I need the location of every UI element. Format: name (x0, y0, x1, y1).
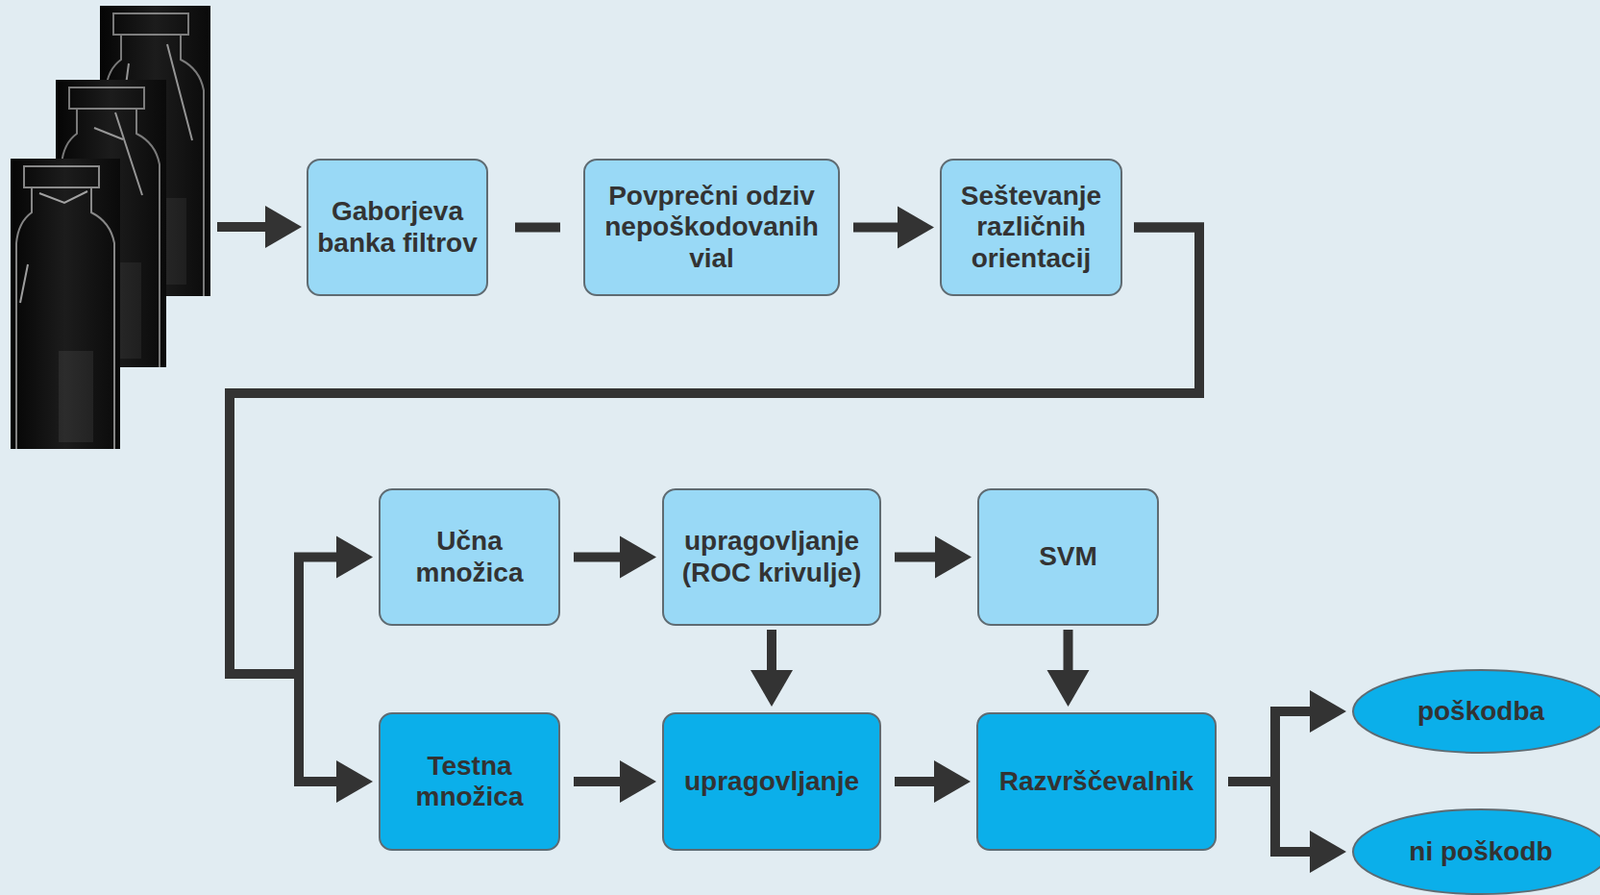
process-box: Gaborjeva banka filtrov (306, 158, 489, 296)
connector-line (894, 552, 937, 563)
process-box: Učna množica (378, 488, 561, 626)
connector-line (894, 776, 936, 787)
process-box: Testna množica (378, 712, 561, 851)
flow-arrow (515, 226, 561, 228)
result-ellipse: poškodba (1352, 668, 1600, 754)
node-label: poškodba (1417, 695, 1545, 727)
process-box: upragovljanje (ROC krivulje) (662, 488, 882, 626)
node-label: SVM (1038, 541, 1098, 572)
node-label: Povprečni odziv nepoškodovanih vial (590, 180, 833, 274)
node-label: Razvrščevalnik (999, 765, 1194, 797)
flow-arrow (573, 760, 657, 803)
connector-line (573, 552, 622, 563)
flow-arrow (1228, 781, 1347, 873)
node-label: upragovljanje (ROC krivulje) (669, 525, 874, 589)
arrow-head (336, 760, 373, 803)
result-ellipse: ni poškodb (1352, 808, 1600, 895)
arrow-head (619, 760, 657, 803)
connector-line (1063, 629, 1074, 672)
node-label: upragovljanje (684, 765, 860, 797)
node-label: Testna množica (386, 750, 553, 813)
process-box: Povprečni odziv nepoškodovanih vial (583, 158, 840, 296)
arrow-head (897, 206, 935, 249)
arrow-head (935, 536, 972, 579)
node-label: Seštevanje različnih orientacij (947, 180, 1115, 274)
arrow-head (1309, 830, 1347, 873)
flow-arrow (573, 536, 657, 579)
node-label: ni poškodb (1408, 836, 1552, 867)
arrow-head (1309, 689, 1347, 733)
node-label: Učna množica (386, 525, 553, 589)
vial-photo (10, 158, 121, 449)
flow-arrow (853, 206, 935, 249)
process-box: SVM (977, 488, 1159, 626)
flow-arrow (1228, 689, 1347, 782)
process-box: Razvrščevalnik (976, 712, 1217, 851)
arrow-head (934, 760, 971, 803)
input-arrow (217, 205, 302, 248)
arrow-head (1047, 669, 1090, 707)
connector-line (853, 222, 900, 233)
process-box: upragovljanje (662, 712, 882, 851)
connector-line (766, 629, 777, 672)
arrow-head (750, 669, 793, 707)
arrow-head (336, 536, 373, 579)
connector-line (229, 227, 1200, 783)
flow-arrow (894, 760, 971, 803)
flow-arrow (1047, 629, 1090, 707)
connector-line (1228, 781, 1312, 852)
flow-arrow (894, 536, 972, 579)
connector-line (573, 776, 622, 787)
connector-line (515, 222, 561, 233)
node-label: Gaborjeva banka filtrov (314, 196, 481, 259)
process-box: Seštevanje različnih orientacij (939, 158, 1123, 296)
arrow-head (619, 536, 657, 579)
connector-line (1228, 711, 1312, 782)
flow-arrow (750, 629, 793, 707)
